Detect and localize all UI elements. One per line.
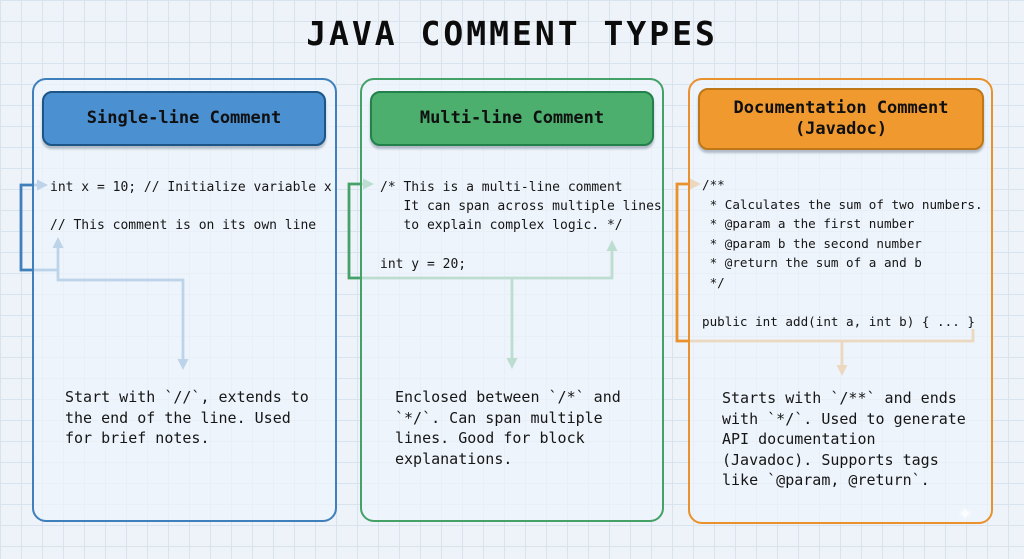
panel-multi-line: Multi-line Comment /* This is a multi-li… <box>360 78 664 522</box>
panel-header-javadoc: Documentation Comment (Javadoc) <box>698 88 984 150</box>
panel-description-javadoc: Starts with `/**` and ends with `*/`. Us… <box>722 389 966 489</box>
panel-header-label: Multi-line Comment <box>419 108 605 128</box>
panel-description-single-line: Start with `//`, extends to the end of t… <box>65 388 309 447</box>
code-sample-single-line: int x = 10; // Initialize variable x // … <box>50 180 332 233</box>
panel-header-label: Single-line Comment <box>86 108 282 128</box>
panel-header-single-line: Single-line Comment <box>42 91 326 146</box>
panel-header-label: Documentation Comment (Javadoc) <box>733 98 949 139</box>
code-sample-multi-line: /* This is a multi-line comment It can s… <box>380 180 662 272</box>
panel-header-multi-line: Multi-line Comment <box>370 91 654 146</box>
sparkle-watermark-icon: ✦ <box>958 498 973 526</box>
panel-javadoc: Documentation Comment (Javadoc) /** * Ca… <box>688 78 993 524</box>
panel-description-multi-line: Enclosed between `/*` and `*/`. Can span… <box>395 388 621 468</box>
panel-single-line: Single-line Comment int x = 10; // Initi… <box>32 78 337 522</box>
page-title: JAVA COMMENT TYPES <box>306 14 718 53</box>
code-sample-javadoc: /** * Calculates the sum of two numbers.… <box>702 177 983 329</box>
